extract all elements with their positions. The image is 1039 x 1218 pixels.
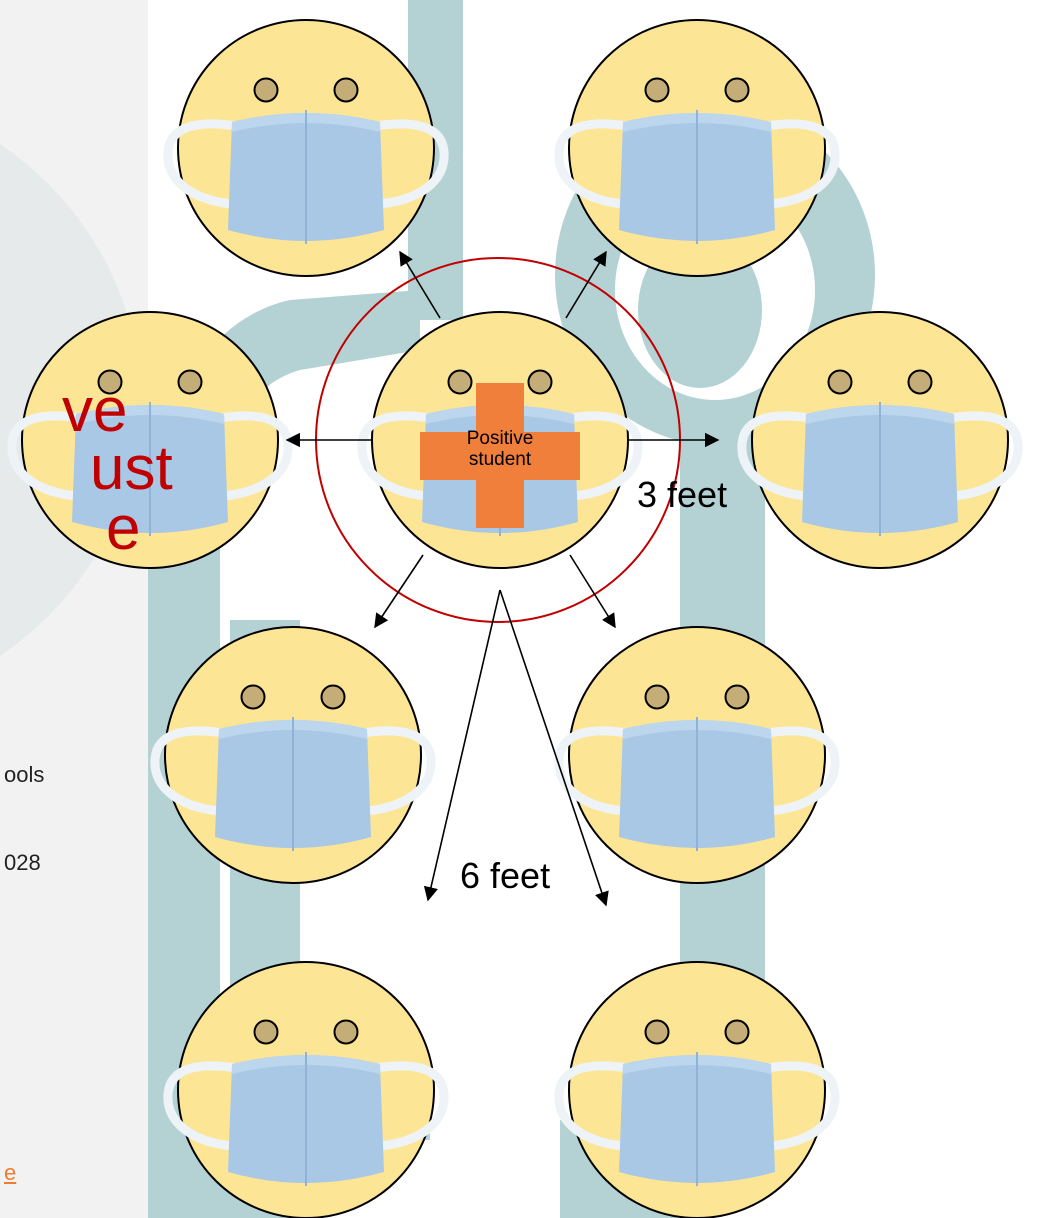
arrow-to-middle-left	[374, 554, 424, 629]
title-fragment-1: ve	[62, 376, 128, 445]
positive-label-line-2: student	[468, 449, 532, 470]
three-feet-label: 3 feet	[637, 474, 728, 515]
arrow-to-top-right	[565, 250, 607, 319]
positive-student-label: Positive student	[424, 428, 576, 470]
link-fragment[interactable]: e	[4, 1160, 17, 1185]
arrow-to-bottom-left	[423, 589, 501, 902]
student-face-top-left	[168, 20, 444, 276]
arrow-to-middle-right	[569, 554, 616, 629]
title-fragment-3: e	[106, 494, 141, 563]
positive-label-line-1: Positive	[466, 428, 534, 449]
six-feet-label: 6 feet	[460, 855, 551, 896]
positive-cross-icon	[420, 383, 580, 528]
arrow-to-bottom-right	[499, 589, 609, 907]
distance-arrows	[285, 250, 720, 907]
arrow-to-top-left	[399, 250, 441, 319]
student-face-middle-right	[559, 627, 835, 883]
body-text-fragment-1: ools	[4, 762, 45, 787]
body-text-fragment-2: 028	[4, 850, 41, 875]
title-fragment-2: ust	[90, 434, 173, 503]
